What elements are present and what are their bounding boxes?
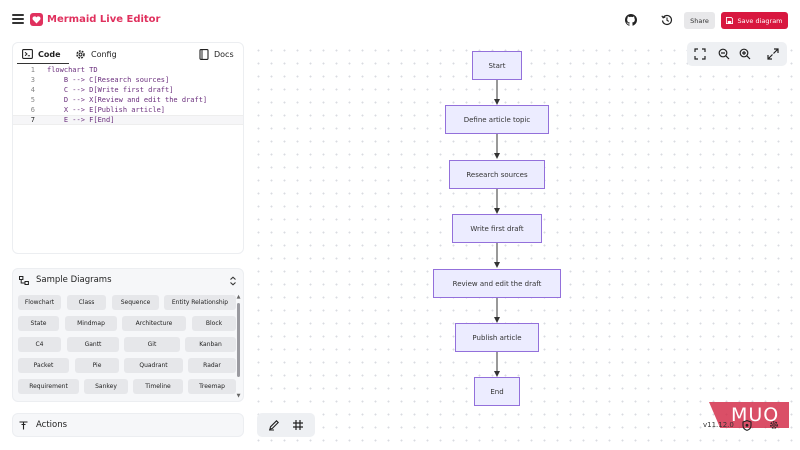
header: Mermaid Live Editor Share Save diagram <box>0 0 800 40</box>
tab-config[interactable]: Config <box>75 49 117 60</box>
sample-block-button[interactable]: Block <box>192 316 236 331</box>
shield-icon[interactable] <box>742 420 752 431</box>
sample-gantt-button[interactable]: Gantt <box>67 337 119 352</box>
code-icon <box>22 49 33 59</box>
scroll-up-icon[interactable]: ▲ <box>236 294 241 300</box>
app-title: Mermaid Live Editor <box>47 14 161 25</box>
zoom-toolbar <box>687 42 787 66</box>
flow-node-publish[interactable]: Publish article <box>455 323 539 352</box>
sample-entity-relationship-button[interactable]: Entity Relationship <box>164 295 236 310</box>
github-icon[interactable] <box>625 14 637 26</box>
zoom-out-icon[interactable] <box>718 48 730 60</box>
sample-diagrams-title: Sample Diagrams <box>36 275 112 285</box>
sample-c4-button[interactable]: C4 <box>18 337 61 352</box>
samples-scrollbar[interactable]: ▲ ▼ <box>236 295 241 399</box>
actions-title: Actions <box>36 420 68 430</box>
active-tab-indicator <box>17 63 69 64</box>
code-line: 3 B --> C[Research sources] <box>13 75 243 85</box>
zoom-in-icon[interactable] <box>739 48 751 60</box>
canvas-tools <box>257 413 315 437</box>
line-text: B --> C[Research sources] <box>47 76 170 84</box>
actions-icon <box>19 420 28 429</box>
line-text: C --> D[Write first draft] <box>47 86 174 94</box>
gear-icon <box>76 50 85 59</box>
history-icon[interactable] <box>661 14 673 26</box>
sample-diagrams-header[interactable]: Sample Diagrams <box>19 275 112 285</box>
save-icon <box>726 17 734 24</box>
code-line-active: 7 E --> F[End] <box>13 115 243 125</box>
flow-node-end[interactable]: End <box>474 377 520 406</box>
sample-kanban-button[interactable]: Kanban <box>185 337 236 352</box>
sample-packet-button[interactable]: Packet <box>18 358 69 373</box>
line-number: 7 <box>30 116 35 124</box>
grid-icon[interactable] <box>292 419 304 431</box>
version-label: v11.12.0 <box>703 421 734 429</box>
flow-node-define-topic[interactable]: Define article topic <box>445 105 549 134</box>
sample-treemap-button[interactable]: Treemap <box>188 379 236 394</box>
code-editor[interactable]: 1 flowchart TD 3 B --> C[Research source… <box>13 65 243 125</box>
share-button[interactable]: Share <box>684 12 715 29</box>
line-number: 6 <box>30 106 35 114</box>
site-watermark: MUO <box>709 402 789 428</box>
fit-screen-icon[interactable] <box>694 48 706 60</box>
sample-architecture-button[interactable]: Architecture <box>122 316 186 331</box>
tab-code[interactable]: Code <box>22 49 61 59</box>
sample-timeline-button[interactable]: Timeline <box>133 379 183 394</box>
line-number: 1 <box>30 66 35 74</box>
flow-node-review[interactable]: Review and edit the draft <box>433 269 561 298</box>
line-number: 3 <box>30 76 35 84</box>
sample-git-button[interactable]: Git <box>124 337 180 352</box>
sample-quadrant-button[interactable]: Quadrant <box>124 358 183 373</box>
code-line: 4 C --> D[Write first draft] <box>13 85 243 95</box>
sample-sankey-button[interactable]: Sankey <box>84 379 128 394</box>
line-number: 5 <box>30 96 35 104</box>
diagram-icon <box>19 275 29 285</box>
sample-requirement-button[interactable]: Requirement <box>18 379 79 394</box>
tab-code-label: Code <box>38 49 61 59</box>
edit-pencil-icon[interactable] <box>268 419 280 431</box>
flow-node-start[interactable]: Start <box>472 51 522 80</box>
code-line: 5 D --> X[Review and edit the draft] <box>13 95 243 105</box>
book-icon <box>199 49 209 60</box>
line-text: X --> E[Publish article] <box>47 106 166 114</box>
sample-state-button[interactable]: State <box>18 316 59 331</box>
code-line: 1 flowchart TD <box>13 65 243 75</box>
sample-radar-button[interactable]: Radar <box>188 358 236 373</box>
fullscreen-icon[interactable] <box>767 48 779 60</box>
sample-diagrams-panel: Sample Diagrams Flowchart Class Sequence… <box>12 268 244 402</box>
sample-pie-button[interactable]: Pie <box>75 358 119 373</box>
flow-node-first-draft[interactable]: Write first draft <box>452 214 542 243</box>
save-diagram-label: Save diagram <box>737 16 783 25</box>
tab-docs-label: Docs <box>214 50 234 59</box>
line-text: E --> F[End] <box>47 116 115 124</box>
tab-config-label: Config <box>91 50 117 59</box>
save-diagram-button[interactable]: Save diagram <box>721 12 788 29</box>
actions-panel[interactable]: Actions <box>12 413 244 437</box>
line-text: flowchart TD <box>47 66 98 74</box>
settings-gear-icon[interactable] <box>769 420 779 430</box>
sample-mindmap-button[interactable]: Mindmap <box>65 316 117 331</box>
line-text: D --> X[Review and edit the draft] <box>47 96 208 104</box>
watermark-text: MUO <box>731 404 780 426</box>
mermaid-logo-icon <box>30 13 43 26</box>
code-panel: Code Config Docs 1 flowchart TD 3 B --> … <box>12 42 244 254</box>
sample-flowchart-button[interactable]: Flowchart <box>18 295 61 310</box>
sample-sequence-button[interactable]: Sequence <box>112 295 159 310</box>
collapse-icon[interactable] <box>229 276 237 286</box>
scroll-thumb[interactable] <box>237 303 240 377</box>
sample-class-button[interactable]: Class <box>67 295 106 310</box>
flow-node-research[interactable]: Research sources <box>449 160 545 189</box>
hamburger-menu-icon[interactable] <box>12 14 24 24</box>
code-line: 6 X --> E[Publish article] <box>13 105 243 115</box>
scroll-down-icon[interactable]: ▼ <box>236 393 241 399</box>
editor-tabs: Code Config Docs <box>13 43 243 65</box>
tab-docs[interactable]: Docs <box>199 49 234 60</box>
line-number: 4 <box>30 86 35 94</box>
